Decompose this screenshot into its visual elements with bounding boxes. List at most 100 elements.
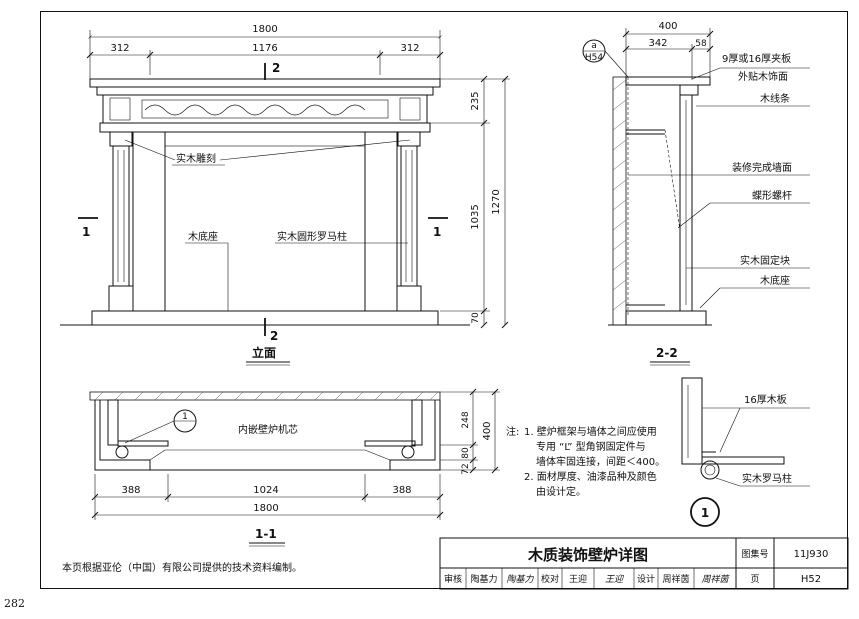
left-leg-panel — [132, 131, 166, 312]
detail-1: 16厚木板 实木罗马柱 1 — [681, 377, 810, 527]
elevation-view: 1800 312 1176 312 2 — [60, 24, 510, 366]
left-column-capital — [109, 131, 133, 147]
section-mark-bottom: 2 — [270, 329, 278, 343]
d1-mark-circle — [690, 497, 720, 527]
s11-dim-v-a: 248 — [461, 411, 471, 428]
dim-v-base: 70 — [471, 312, 481, 324]
s11-dim-left: 388 — [121, 485, 140, 496]
d1-board — [681, 377, 703, 465]
tb-atlas-no: 11J930 — [794, 549, 829, 560]
mantel-molding — [96, 86, 434, 96]
s11-detail-mark: 1 — [182, 412, 188, 422]
right-column-shaft — [400, 145, 418, 287]
tb-check-label: 校对 — [541, 573, 559, 585]
tb-checker: 王迎 — [569, 573, 587, 585]
d1-plate — [701, 456, 785, 465]
tb-checker-sig: 王迎 — [605, 574, 625, 585]
s11-dim-v-total: 400 — [482, 421, 493, 440]
tb-title: 木质装饰壁炉详图 — [527, 546, 648, 564]
dim-v-mid: 1035 — [470, 204, 481, 229]
s11-dim-total: 1800 — [253, 503, 278, 514]
tb-reviewer-sig: 陶基力 — [506, 574, 534, 585]
s22-molding — [679, 84, 699, 96]
s22-label-block: 实木固定块 — [740, 254, 790, 267]
d1-label-column: 实木罗马柱 — [742, 472, 792, 485]
s11-dim-right: 388 — [392, 485, 411, 496]
notes-block: 注: 1. 壁炉框架与墙体之间应使用 专用 “L” 型角钢固定件与 墙体牢固连接… — [506, 425, 665, 500]
note-2-line-2: 由设计定。 — [536, 487, 586, 498]
mantel-shelf — [89, 78, 441, 88]
left-column-base — [108, 285, 134, 312]
s11-title: 1-1 — [255, 527, 277, 541]
s22-label-molding: 木线条 — [760, 92, 790, 105]
label-carving: 实木雕刻 — [176, 152, 216, 165]
s22-dim-total: 400 — [658, 21, 677, 32]
dim-text-right: 312 — [400, 43, 419, 54]
s11-dim-v-c: 72 — [461, 463, 471, 474]
s22-dim-b: 58 — [695, 39, 707, 49]
title-block — [439, 537, 849, 590]
s22-label-veneer: 外贴木饰面 — [738, 70, 788, 83]
tb-designer-sig: 周祥茵 — [701, 574, 730, 585]
carving-ornament — [144, 104, 366, 116]
s11-outline — [94, 400, 441, 471]
dim-text-total: 1800 — [252, 24, 277, 35]
corner-rosette-left — [109, 97, 131, 121]
section-mark-left: 1 — [82, 225, 90, 239]
d1-column — [700, 460, 720, 480]
tb-review-label: 审核 — [444, 573, 462, 585]
right-column-capital — [397, 131, 421, 147]
notes-prefix: 注: — [506, 427, 520, 438]
dim-text-mid: 1176 — [252, 43, 277, 54]
note-1-line-2: 专用 “L” 型角钢固定件与 — [536, 442, 646, 453]
dim-text-left: 312 — [110, 43, 129, 54]
source-note: 本页根据亚伦（中国）有限公司提供的技术资料编制。 — [62, 563, 302, 574]
wall-section — [612, 76, 627, 326]
s22-label-plywood: 9厚或16厚夹板 — [722, 52, 791, 65]
d1-mark: 1 — [701, 506, 709, 520]
corner-rosette-right — [399, 97, 421, 121]
dim-v-top: 235 — [470, 91, 481, 110]
s22-dim-a: 342 — [648, 38, 667, 49]
section-1-1: 内嵌壁炉机芯 1 388 1024 388 1800 — [89, 388, 500, 547]
s22-title: 2-2 — [656, 346, 678, 360]
section-2-2: a H54 400 342 58 — [582, 21, 810, 366]
carving-frame — [141, 99, 389, 119]
tb-designer: 周祥茵 — [662, 573, 689, 585]
s22-base — [625, 310, 707, 326]
right-leg-panel — [364, 131, 398, 312]
s11-column-left — [115, 445, 129, 459]
s11-column-right — [401, 445, 415, 459]
s11-dim-v-b: 80 — [461, 447, 471, 459]
firebox-opening — [164, 145, 366, 312]
dim-v-total: 1270 — [491, 189, 502, 214]
s22-top-shelf — [625, 76, 711, 86]
detail-ref-bottom: H54 — [585, 53, 603, 63]
note-1-line-1: 1. 壁炉框架与墙体之间应使用 — [524, 427, 657, 438]
page-number: 282 — [4, 597, 25, 610]
s22-label-base: 木底座 — [760, 274, 790, 287]
tb-atlas-label: 图集号 — [741, 548, 768, 560]
tb-page-label: 页 — [750, 574, 759, 585]
label-column: 实木圆形罗马柱 — [277, 230, 347, 243]
s11-dim-mid: 1024 — [253, 485, 278, 496]
label-base: 木底座 — [188, 230, 218, 243]
s22-label-wall: 装修完成墙面 — [732, 161, 792, 174]
note-1-line-3: 墙体牢固连接，间距＜400。 — [536, 457, 666, 468]
tb-page-no: H52 — [801, 574, 821, 585]
note-2-line-1: 2. 面材厚度、油漆品种及颜色 — [524, 472, 657, 483]
s11-wall — [89, 391, 441, 401]
section-mark-right: 1 — [433, 225, 441, 239]
section-mark-top: 2 — [272, 61, 280, 75]
detail-ref-top: a — [591, 41, 597, 51]
elevation-title: 立面 — [252, 345, 276, 360]
tb-design-label: 设计 — [637, 573, 655, 585]
s11-center-label: 内嵌壁炉机芯 — [238, 423, 298, 436]
capital-band — [99, 122, 431, 133]
right-column-base — [396, 285, 422, 312]
d1-label-board: 16厚木板 — [744, 393, 787, 406]
tb-reviewer: 陶基力 — [470, 573, 497, 585]
s22-label-bolt: 蝶形螺杆 — [752, 189, 792, 202]
left-column-shaft — [112, 145, 130, 287]
